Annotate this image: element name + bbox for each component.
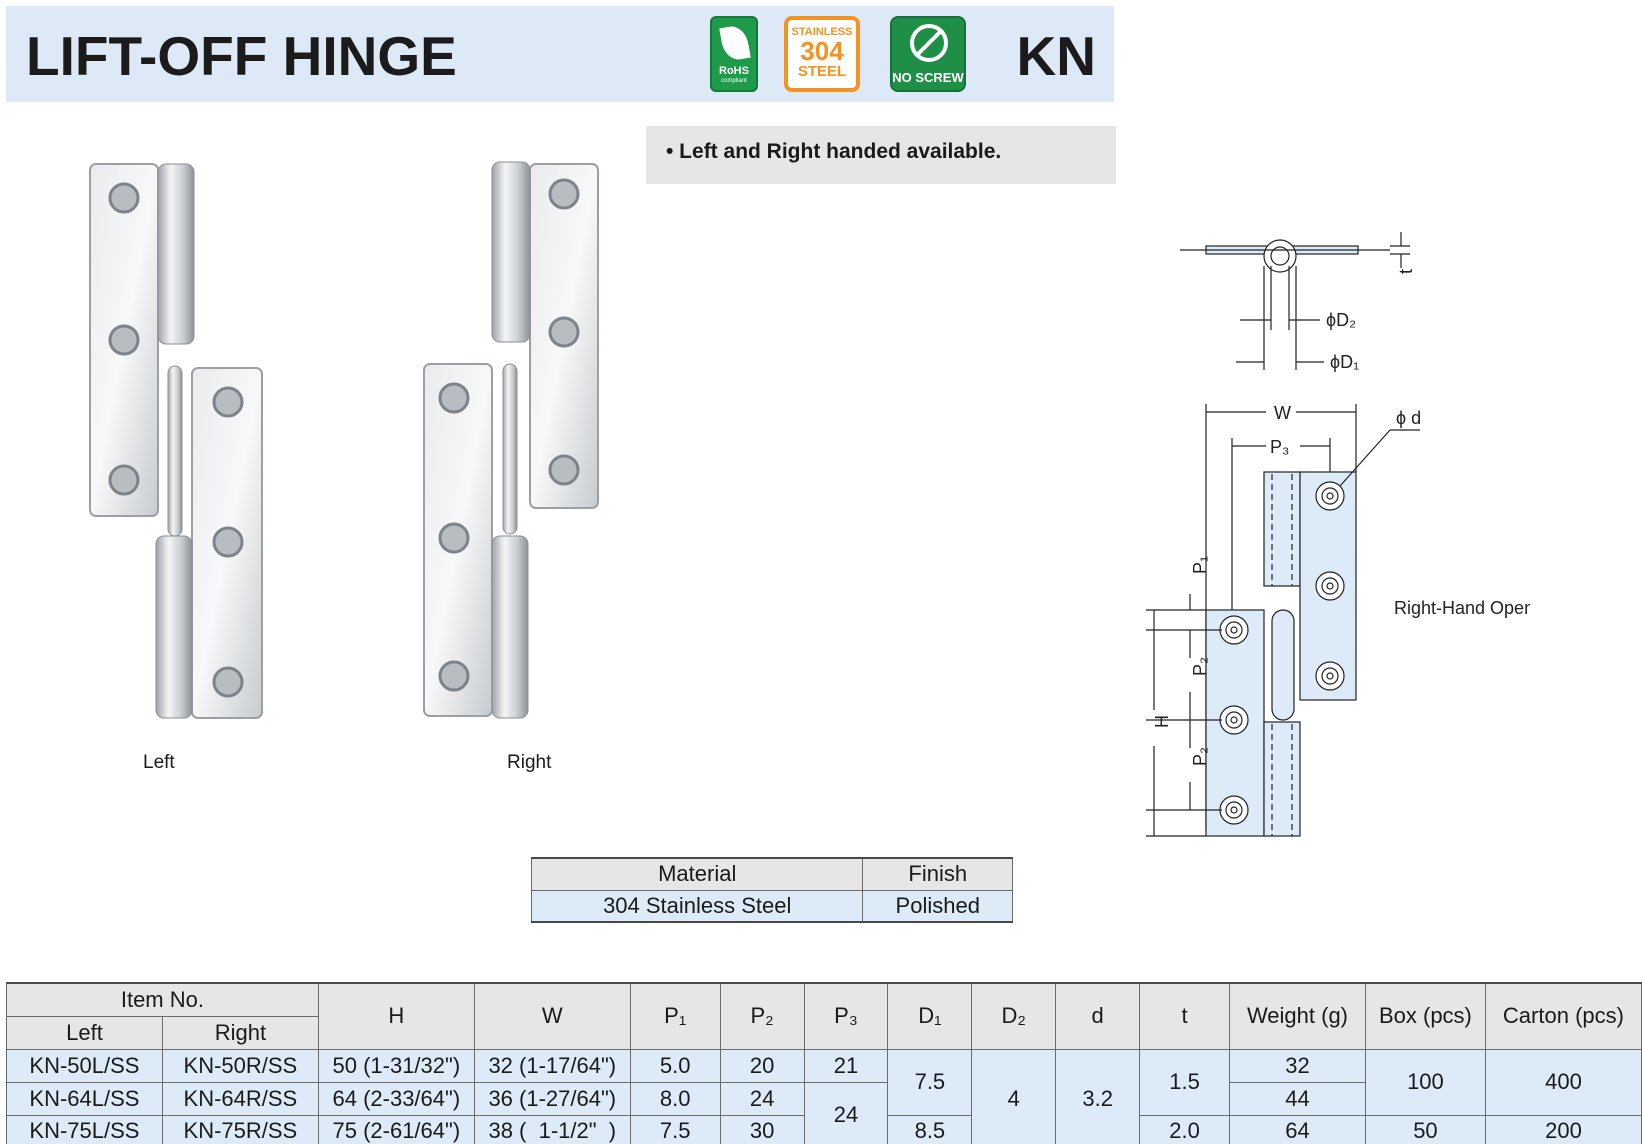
right-hand-opening-label: Right-Hand Opening (1394, 598, 1530, 618)
d1-header: D₁ (887, 982, 973, 1050)
carton-value: 200 (1484, 1114, 1642, 1144)
rohs-badge-label: RoHS (719, 65, 749, 77)
right-photo-label: Right (507, 752, 552, 773)
item-no-header: Item No. (6, 982, 319, 1017)
t-value: 1.5 (1139, 1048, 1231, 1116)
p3-value: 24 (803, 1081, 889, 1144)
phi-d2-label: ϕD₂ (1326, 310, 1356, 330)
right-item-no: KN-50R/SS (161, 1048, 319, 1083)
box-value: 50 (1364, 1114, 1486, 1144)
carton-header: Carton (pcs) (1484, 982, 1642, 1050)
phi-d-label: ϕ d (1396, 408, 1421, 428)
weight-header: Weight (g) (1229, 982, 1366, 1050)
steel-badge-top: STAINLESS (791, 26, 853, 38)
d-value: 3.2 (1055, 1048, 1141, 1144)
weight-value: 64 (1229, 1114, 1366, 1144)
finish-header: Finish (862, 857, 1013, 891)
right-subheader: Right (161, 1015, 319, 1050)
header-band: LIFT-OFF HINGE RoHS compliant STAINLESS … (6, 6, 1114, 102)
w-value: 38 ( 1-1/2" ) (473, 1114, 631, 1144)
p2-value: 20 (719, 1048, 805, 1083)
w-value: 32 (1-17/64") (473, 1048, 631, 1083)
left-hinge-photo (89, 163, 263, 719)
finish-value: Polished (862, 889, 1013, 923)
h-value: 50 (1-31/32") (317, 1048, 475, 1083)
material-header: Material (530, 857, 864, 891)
p1-value: 7.5 (629, 1114, 721, 1144)
t-value: 2.0 (1139, 1114, 1231, 1144)
right-hinge-photo (423, 161, 599, 719)
h-value: 75 (2-61/64") (317, 1114, 475, 1144)
d2-header: D₂ (971, 982, 1057, 1050)
h-header: H (317, 982, 475, 1050)
weight-value: 44 (1229, 1081, 1366, 1116)
stainless-steel-badge-icon: STAINLESS 304 STEEL (784, 16, 860, 92)
p2-upper-label: P₂ (1190, 657, 1210, 676)
feature-note: • Left and Right handed available. (646, 126, 1116, 184)
d1-value: 8.5 (887, 1114, 973, 1144)
thickness-label: t (1396, 269, 1416, 274)
rohs-badge-sublabel: compliant (721, 78, 747, 84)
right-item-no: KN-75R/SS (161, 1114, 319, 1144)
material-value: 304 Stainless Steel (530, 889, 864, 923)
p1-value: 5.0 (629, 1048, 721, 1083)
p2-lower-label: P₂ (1190, 747, 1210, 766)
carton-value: 400 (1484, 1048, 1642, 1116)
t-header: t (1139, 982, 1231, 1050)
width-label: W (1274, 403, 1291, 423)
product-photos (89, 161, 599, 719)
page-title: LIFT-OFF HINGE (26, 25, 457, 87)
left-item-no: KN-64L/SS (6, 1081, 163, 1116)
rohs-badge-icon: RoHS compliant (710, 16, 758, 92)
right-item-no: KN-64R/SS (161, 1081, 319, 1116)
no-screw-badge-icon: NO SCREW (890, 16, 966, 92)
product-code: KN (1016, 25, 1096, 87)
weight-value: 32 (1229, 1048, 1366, 1083)
left-subheader: Left (6, 1015, 163, 1050)
height-label: H (1152, 715, 1172, 728)
box-value: 100 (1364, 1048, 1486, 1116)
d1-value: 7.5 (887, 1048, 973, 1116)
p3-header: P₃ (803, 982, 889, 1050)
left-item-no: KN-75L/SS (6, 1114, 163, 1144)
p3-value: 21 (803, 1048, 889, 1083)
box-header: Box (pcs) (1364, 982, 1486, 1050)
steel-badge-bottom: STEEL (797, 63, 847, 80)
left-photo-label: Left (143, 752, 175, 773)
p2-value: 30 (719, 1114, 805, 1144)
table-row: KN-50L/SS KN-50R/SS 50 (1-31/32") 32 (1-… (6, 1048, 1642, 1144)
p1-header: P₁ (629, 982, 721, 1050)
dimension-drawing: ϕD₂ ϕD₁ t W P₃ ϕ d P₁ P₂ P₂ H Right-Hand… (1146, 232, 1530, 837)
spec-table: Item No. H W P₁ P₂ P₃ D₁ D₂ d t Weight (… (6, 982, 1642, 1144)
prohibited-icon (910, 24, 948, 62)
w-header: W (473, 982, 631, 1050)
left-item-no: KN-50L/SS (6, 1048, 163, 1083)
p1-value: 8.0 (629, 1081, 721, 1116)
table-row: KN-75L/SS KN-75R/SS 75 (2-61/64") 38 ( 1… (6, 1114, 1642, 1144)
leaf-icon (719, 24, 751, 62)
p2-header: P₂ (719, 982, 805, 1050)
h-value: 64 (2-33/64") (317, 1081, 475, 1116)
w-value: 36 (1-27/64") (473, 1081, 631, 1116)
p2-value: 24 (719, 1081, 805, 1116)
p1-label: P₁ (1190, 556, 1210, 574)
steel-badge-grade: 304 (800, 36, 844, 66)
d2-value: 4 (971, 1048, 1057, 1144)
d-header: d (1055, 982, 1141, 1050)
no-screw-label: NO SCREW (892, 70, 964, 85)
material-table: Material Finish 304 Stainless Steel Poli… (530, 857, 1013, 923)
phi-d1-label: ϕD₁ (1330, 352, 1359, 372)
p3-label: P₃ (1270, 437, 1289, 457)
